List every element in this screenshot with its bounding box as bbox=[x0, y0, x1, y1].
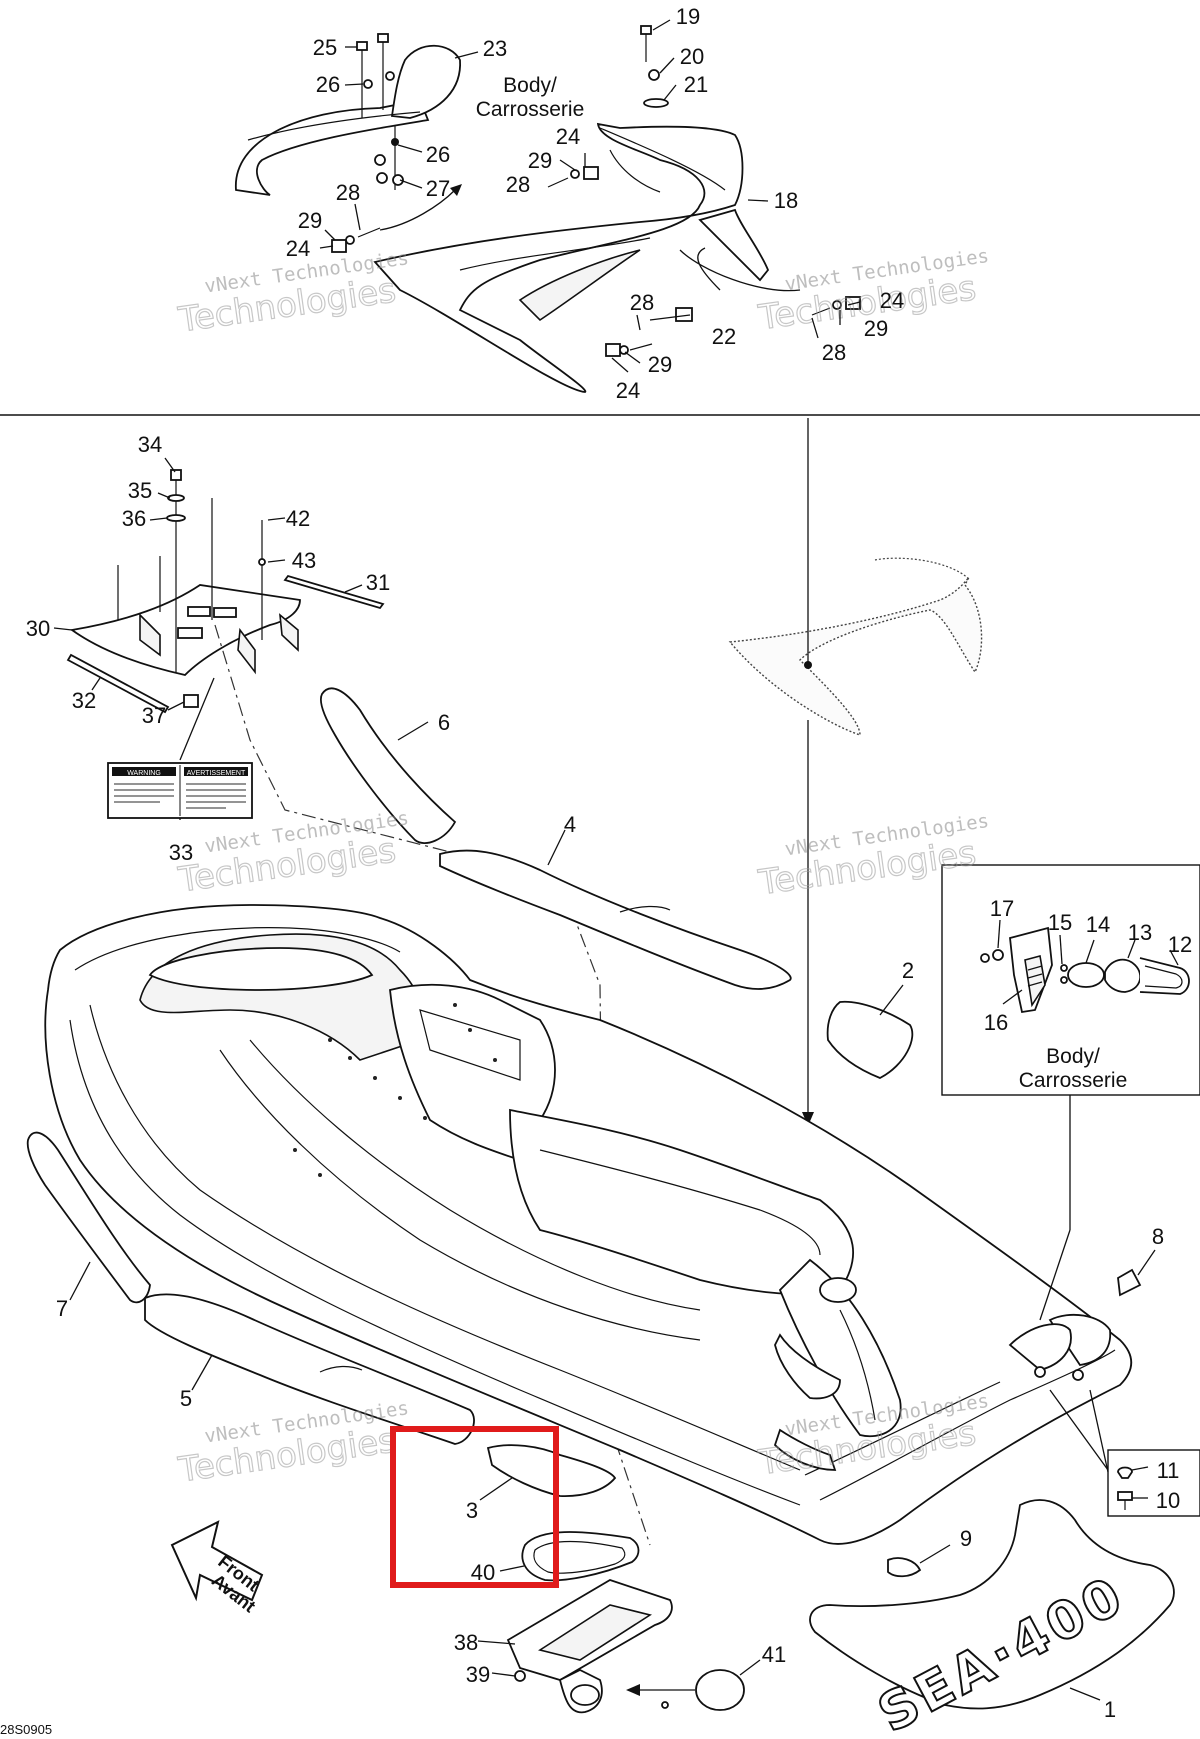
pad-part-9 bbox=[887, 1557, 922, 1578]
fastener-inset-frame bbox=[1107, 1449, 1200, 1517]
callout-28: 28 bbox=[506, 172, 530, 197]
main-hull bbox=[44, 904, 1133, 1545]
seat-base-assembly: WARNING AVERTISSEMENT bbox=[66, 469, 385, 820]
callout-26: 26 bbox=[426, 142, 450, 167]
seat-cowl-part-23 bbox=[390, 44, 461, 119]
pad-part-8 bbox=[1117, 1268, 1142, 1297]
callout-24: 24 bbox=[616, 378, 640, 403]
storage-bin-part-38 bbox=[506, 1579, 673, 1714]
front-direction-arrow: Front Avant bbox=[170, 1520, 264, 1616]
callout-32: 32 bbox=[72, 688, 96, 713]
pad-part-2 bbox=[826, 1000, 914, 1079]
mat-part-5 bbox=[144, 1293, 475, 1445]
callout-41: 41 bbox=[762, 1642, 786, 1667]
callout-20: 20 bbox=[680, 44, 704, 69]
callout-36: 36 bbox=[122, 506, 146, 531]
callout-34: 34 bbox=[138, 432, 162, 457]
callout-13: 13 bbox=[1128, 920, 1152, 945]
callout-33: 33 bbox=[169, 840, 193, 865]
callout-27: 27 bbox=[426, 176, 450, 201]
callout-31: 31 bbox=[366, 570, 390, 595]
callout-29: 29 bbox=[298, 208, 322, 233]
warning-title-en: WARNING bbox=[127, 770, 161, 777]
callout-40: 40 bbox=[471, 1560, 495, 1585]
drawing-code: 28S0905 bbox=[0, 1722, 52, 1737]
callout-16: 16 bbox=[984, 1010, 1008, 1035]
callout-3: 3 bbox=[466, 1498, 478, 1523]
callout-4: 4 bbox=[564, 812, 576, 837]
latch-inset bbox=[941, 864, 1200, 1321]
gasket-part-40 bbox=[521, 1531, 640, 1582]
callout-38: 38 bbox=[454, 1630, 478, 1655]
callout-14: 14 bbox=[1086, 912, 1110, 937]
callout-24: 24 bbox=[880, 288, 904, 313]
callout-39: 39 bbox=[466, 1662, 490, 1687]
ring-part-41 bbox=[695, 1669, 745, 1711]
warning-decal-part-33: WARNING AVERTISSEMENT bbox=[107, 762, 253, 819]
callout-leaders bbox=[53, 19, 1179, 1701]
callout-2: 2 bbox=[902, 958, 914, 983]
callout-30: 30 bbox=[26, 616, 50, 641]
latch-inset-frame bbox=[941, 864, 1200, 1096]
callout-23: 23 bbox=[483, 36, 507, 61]
callout-26: 26 bbox=[316, 72, 340, 97]
callout-7: 7 bbox=[56, 1296, 68, 1321]
mat-part-7 bbox=[26, 1131, 151, 1304]
callout-24: 24 bbox=[556, 124, 580, 149]
callout-19: 19 bbox=[676, 4, 700, 29]
callout-35: 35 bbox=[128, 478, 152, 503]
callout-9: 9 bbox=[960, 1526, 972, 1551]
callout-29: 29 bbox=[648, 352, 672, 377]
callout-15: 15 bbox=[1048, 910, 1072, 935]
callout-29: 29 bbox=[528, 148, 552, 173]
mat-part-4 bbox=[439, 849, 792, 990]
callout-22: 22 bbox=[712, 324, 736, 349]
body-label-inset-line1: Body/ bbox=[1046, 1045, 1100, 1068]
hull-mat-part-1 bbox=[809, 1499, 1175, 1710]
callout-29: 29 bbox=[864, 316, 888, 341]
body-label-top-line1: Body/ bbox=[503, 74, 557, 97]
top-body-section bbox=[235, 25, 861, 393]
callout-12: 12 bbox=[1168, 932, 1192, 957]
callout-28: 28 bbox=[822, 340, 846, 365]
fastener-parts bbox=[1117, 1466, 1133, 1510]
callout-21: 21 bbox=[684, 72, 708, 97]
callout-37: 37 bbox=[142, 703, 166, 728]
callout-10: 10 bbox=[1156, 1488, 1180, 1513]
callout-42: 42 bbox=[286, 506, 310, 531]
callout-6: 6 bbox=[438, 710, 450, 735]
cover-part-3 bbox=[486, 1444, 617, 1497]
mat-part-6 bbox=[320, 687, 457, 844]
highlight-box bbox=[390, 1426, 559, 1588]
callout-28: 28 bbox=[630, 290, 654, 315]
body-locator-icon bbox=[728, 557, 983, 736]
body-label-top-line2: Carrosserie bbox=[476, 98, 585, 121]
callout-11: 11 bbox=[1157, 1458, 1180, 1483]
callout-43: 43 bbox=[292, 548, 316, 573]
callout-5: 5 bbox=[180, 1386, 192, 1411]
callout-25: 25 bbox=[313, 35, 337, 60]
callout-17: 17 bbox=[990, 896, 1014, 921]
callout-24: 24 bbox=[286, 236, 310, 261]
callout-1: 1 bbox=[1104, 1697, 1116, 1722]
side-trim-part bbox=[235, 98, 430, 196]
body-shell-part-18 bbox=[373, 122, 744, 393]
callout-28: 28 bbox=[336, 180, 360, 205]
callout-8: 8 bbox=[1152, 1224, 1164, 1249]
body-label-inset-line2: Carrosserie bbox=[1019, 1069, 1128, 1092]
callout-18: 18 bbox=[774, 188, 798, 213]
warning-title-fr: AVERTISSEMENT bbox=[187, 770, 246, 777]
